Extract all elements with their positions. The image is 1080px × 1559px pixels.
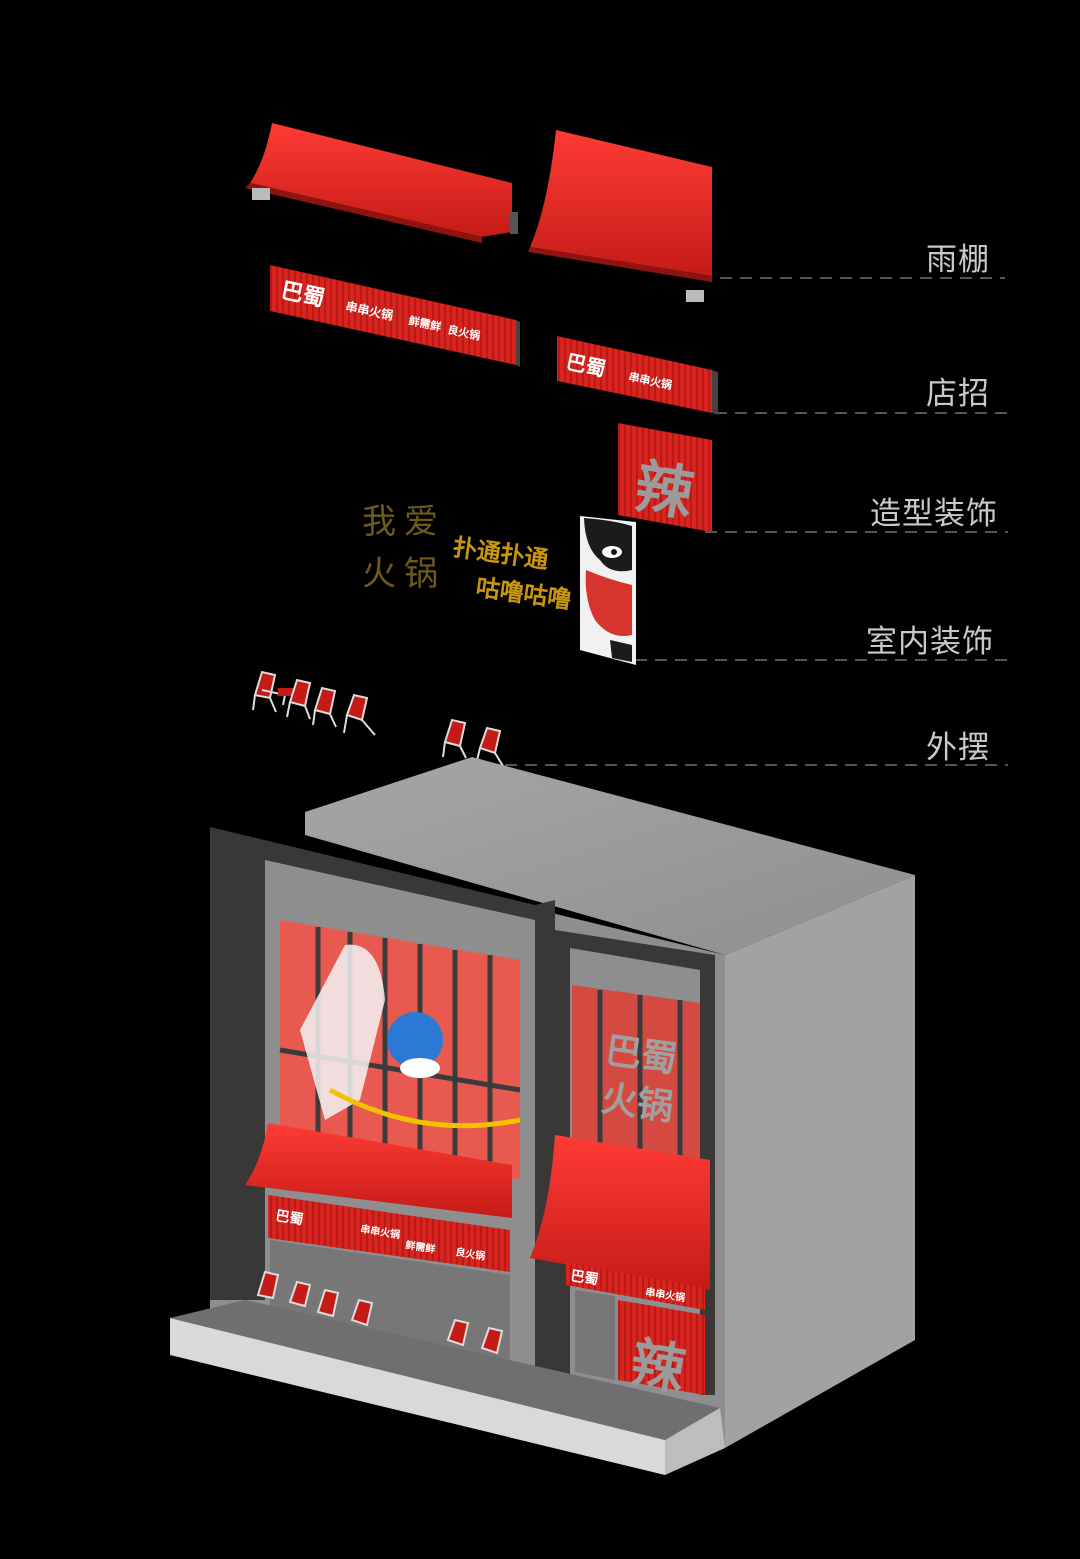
awning-left-brand: 巴蜀 <box>274 1208 304 1228</box>
love-hotpot-line-1: 我爱 <box>362 502 446 542</box>
signboard-layer <box>270 265 718 415</box>
layer-label-signboard: 店招 <box>926 376 990 412</box>
window-brand-top: 巴蜀 <box>603 1029 680 1081</box>
layer-label-decoration: 造型装饰 <box>870 496 998 532</box>
awning-right <box>528 130 712 302</box>
building-roof <box>305 757 915 955</box>
chair-group-1 <box>252 670 298 713</box>
chair-group-4 <box>343 693 376 736</box>
spicy-sign-text: 辣 <box>630 452 700 529</box>
right-window <box>572 985 700 1160</box>
chair-group-2 <box>286 678 312 720</box>
sound-line-1: 扑通扑通 <box>451 533 550 574</box>
building-side-wall <box>725 875 915 1448</box>
opera-mask-panel <box>580 516 636 665</box>
window-brand-bottom: 火锅 <box>599 1077 676 1129</box>
guide-lines <box>505 277 1008 766</box>
sound-line-2: 咕噜咕噜 <box>474 573 573 614</box>
layer-label-outdoor: 外摆 <box>926 730 990 766</box>
signboard-left-slogan-2: 鲜需鲜 <box>407 313 442 334</box>
love-hotpot-line-2: 火锅 <box>362 554 446 594</box>
door-spicy-text: 辣 <box>626 1330 691 1403</box>
awning-left <box>245 123 518 243</box>
sign-text: 巴蜀 串串火锅 鲜需鲜 良火锅 巴蜀 串串火锅 辣 巴蜀 火锅 辣 巴蜀 串串火… <box>274 277 699 1402</box>
layer-label-awning: 雨棚 <box>926 242 990 278</box>
chair-group-5 <box>442 718 467 759</box>
awning-right-brand: 巴蜀 <box>569 1268 599 1288</box>
floor-platform <box>170 1300 720 1440</box>
chair-group-3 <box>312 686 337 728</box>
signboard-right <box>557 336 718 415</box>
layer-label-interior: 室内装饰 <box>866 624 994 660</box>
spicy-sign-layer <box>618 423 712 532</box>
building <box>170 757 915 1475</box>
signboard-left-slogan-3: 良火锅 <box>446 322 481 343</box>
signboard-left <box>270 265 520 367</box>
interior-decor-text: 我爱 火锅 扑通扑通 咕噜咕噜 <box>362 502 573 614</box>
awning-layer <box>245 123 712 302</box>
outdoor-chairs-floating <box>252 670 504 767</box>
